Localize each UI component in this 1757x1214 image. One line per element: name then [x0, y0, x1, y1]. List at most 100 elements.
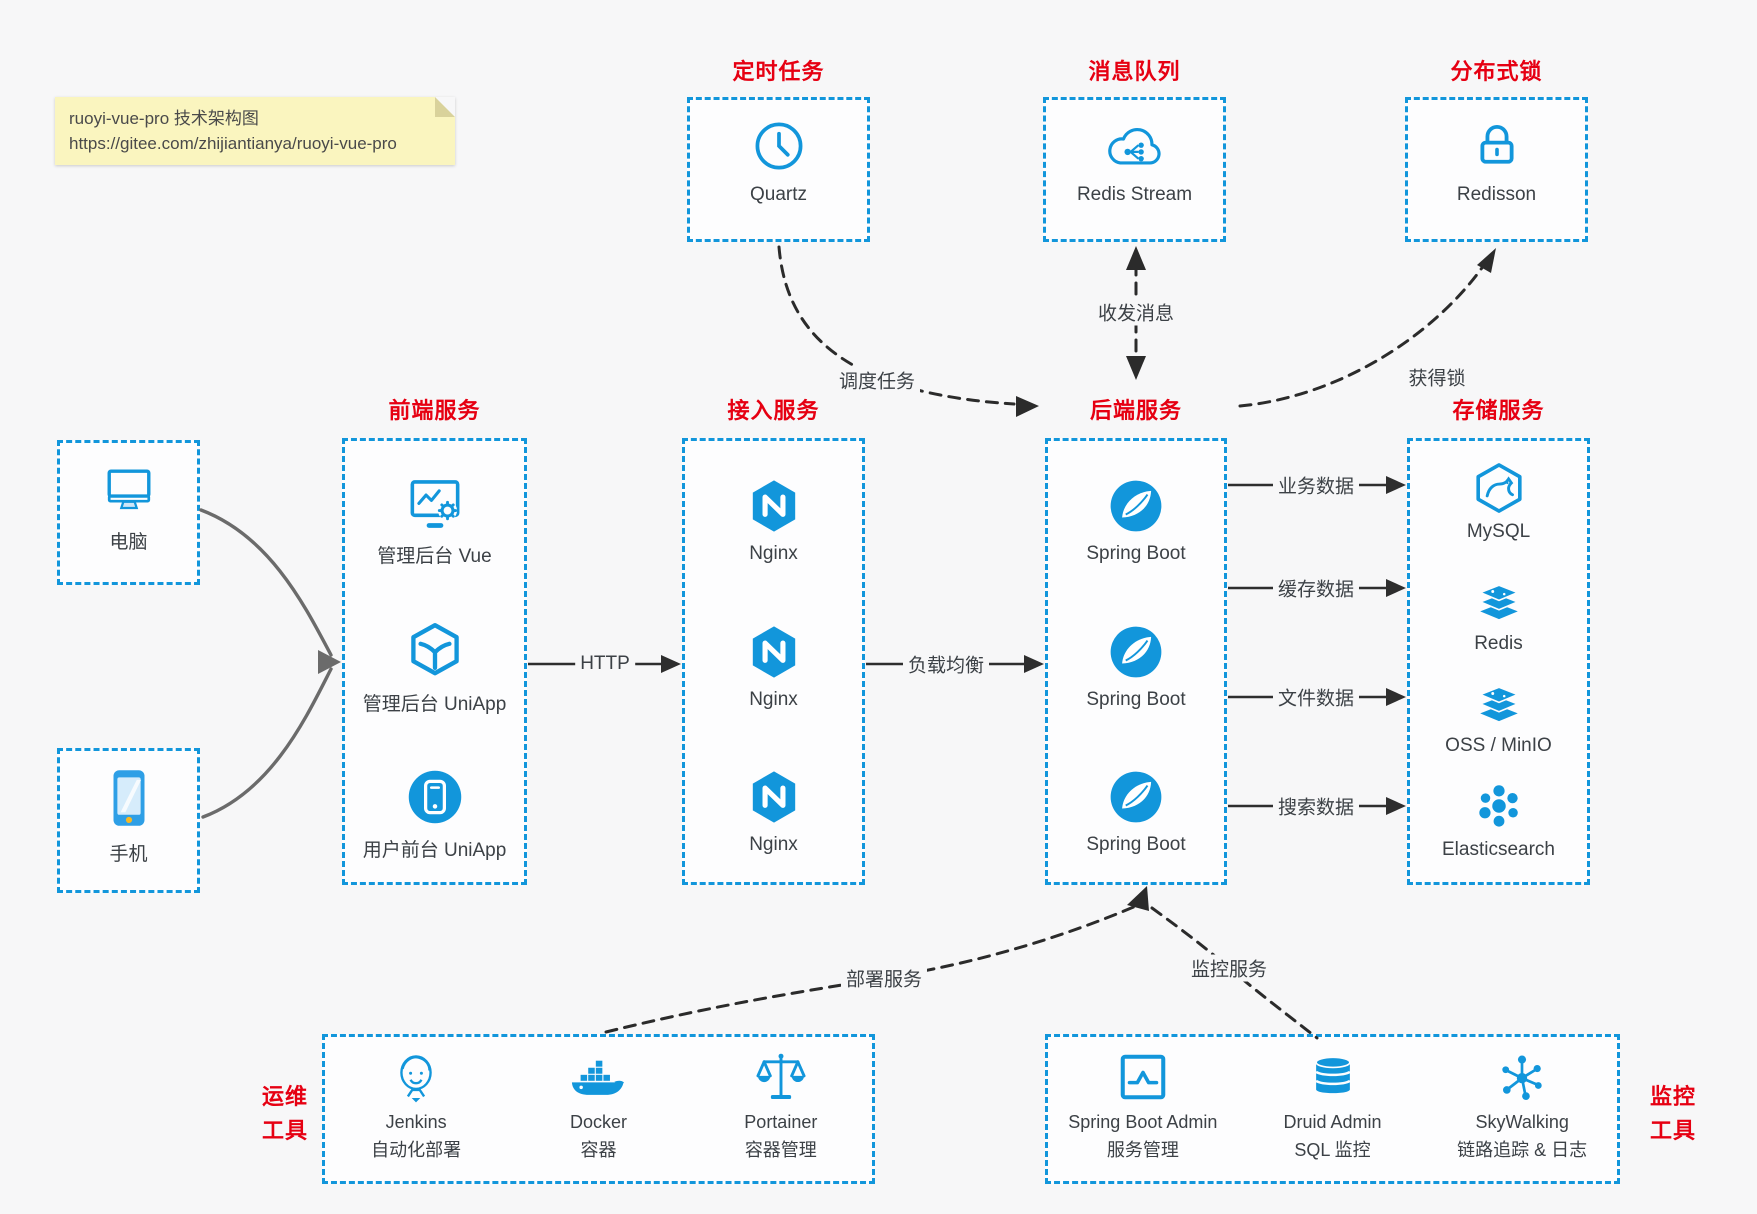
- group-title-lock: 分布式锁: [1450, 59, 1543, 84]
- lock-arrowhead: [1477, 248, 1496, 273]
- redis-stream-label: Redis Stream: [1076, 184, 1193, 205]
- gateway-item-nginx: Nginx: [685, 623, 862, 711]
- frontend-item-vue: 管理后台 Vue: [345, 475, 524, 568]
- frontend-item-label: 管理后台 UniApp: [362, 694, 507, 715]
- edge-label-http: HTTP: [575, 653, 635, 675]
- redisson-box: Redisson: [1405, 97, 1588, 242]
- phone-label: 手机: [109, 844, 148, 865]
- docker-icon: [567, 1049, 629, 1105]
- spring-icon: [1107, 768, 1165, 826]
- backend-box: Spring Boot Spring Boot Spring Boot: [1045, 438, 1227, 885]
- ops-tools-title: 运维 工具: [240, 1080, 330, 1148]
- admin-vue-icon: [404, 475, 466, 533]
- database-icon: [1306, 1049, 1360, 1105]
- desktop-icon: [100, 465, 158, 517]
- storage-box: MySQL Redis OSS: [1407, 438, 1590, 885]
- frontend-item-label: 管理后台 Vue: [377, 546, 492, 567]
- storage-item-elasticsearch: Elasticsearch: [1410, 779, 1587, 861]
- backend-item-label: Spring Boot: [1086, 543, 1186, 564]
- tool-name: Druid Admin: [1283, 1112, 1382, 1132]
- tool-portainer: Portainer 容器管理: [690, 1049, 872, 1181]
- tool-name: Spring Boot Admin: [1068, 1112, 1218, 1132]
- storage-item-mysql: MySQL: [1410, 461, 1587, 543]
- group-title-scheduler: 定时任务: [732, 59, 825, 84]
- edge-label-lock: 获得锁: [1403, 363, 1471, 391]
- group-title-frontend: 前端服务: [388, 398, 481, 423]
- tool-docker: Docker 容器: [507, 1049, 689, 1181]
- redis-stream-box: Redis Stream: [1043, 97, 1226, 242]
- frontend-item-user-uniapp: 用户前台 UniApp: [345, 767, 524, 862]
- spring-icon: [1107, 477, 1165, 535]
- gateway-item-label: Nginx: [749, 834, 798, 855]
- gateway-box: Nginx Nginx Nginx: [682, 438, 865, 885]
- edge-label-search: 搜索数据: [1272, 792, 1360, 820]
- edge-label-business: 业务数据: [1272, 471, 1360, 499]
- frontend-item-label: 用户前台 UniApp: [362, 840, 507, 861]
- ops-title-line2: 工具: [261, 1118, 308, 1143]
- storage-item-oss: OSS / MinIO: [1410, 681, 1587, 757]
- storage-item-label: MySQL: [1466, 521, 1531, 542]
- message-up-arrowhead: [1126, 246, 1146, 270]
- monitoring-tools-title: 监控 工具: [1628, 1080, 1718, 1148]
- gateway-item-nginx: Nginx: [685, 477, 862, 565]
- edge-label-file: 文件数据: [1272, 683, 1360, 711]
- storage-item-label: OSS / MinIO: [1445, 735, 1552, 756]
- storage-item-label: Elasticsearch: [1442, 839, 1555, 860]
- monitoring-title-line1: 监控: [1649, 1084, 1696, 1109]
- backend-item-label: Spring Boot: [1086, 834, 1186, 855]
- tool-name: Docker: [569, 1112, 627, 1132]
- monitoring-tools-box: Spring Boot Admin 服务管理 Druid Admin SQL 监…: [1045, 1034, 1620, 1184]
- group-title-gateway: 接入服务: [727, 398, 820, 423]
- storage-item-redis: Redis: [1410, 579, 1587, 655]
- tool-skywalking: SkyWalking 链路追踪 & 日志: [1427, 1049, 1617, 1181]
- tool-spring-boot-admin: Spring Boot Admin 服务管理: [1048, 1049, 1238, 1181]
- monitoring-title-line2: 工具: [1649, 1118, 1696, 1143]
- monitor-chart-icon: [1116, 1049, 1170, 1105]
- portainer-scales-icon: [754, 1049, 808, 1105]
- data-arrowheads: [1386, 476, 1406, 815]
- frontend-item-admin-uniapp: 管理后台 UniApp: [345, 621, 524, 716]
- message-down-arrowhead: [1126, 356, 1146, 380]
- quartz-box: Quartz: [687, 97, 870, 242]
- user-uniapp-icon: [405, 767, 465, 827]
- uniapp-cube-icon: [405, 621, 465, 681]
- layer-stack-icon: [1470, 681, 1528, 729]
- edge-label-cache: 缓存数据: [1272, 574, 1360, 602]
- group-title-backend: 后端服务: [1089, 398, 1182, 423]
- schedule-arrowhead: [1016, 396, 1039, 417]
- ops-tools-box: Jenkins 自动化部署 Docker 容器: [322, 1034, 875, 1184]
- data-arrows: [1228, 483, 1388, 808]
- gateway-item-label: Nginx: [749, 543, 798, 564]
- layer-stack-icon: [1470, 579, 1528, 627]
- backend-item-spring: Spring Boot: [1048, 477, 1224, 565]
- group-title-mq: 消息队列: [1088, 59, 1181, 84]
- client-merge-connector: [199, 508, 333, 819]
- tool-name: Portainer: [744, 1112, 818, 1132]
- mysql-icon: [1471, 461, 1527, 515]
- storage-item-label: Redis: [1474, 633, 1523, 654]
- edge-label-deploy: 部署服务: [840, 964, 928, 992]
- pc-label: 电脑: [109, 532, 148, 553]
- topology-icon: [1495, 1049, 1549, 1105]
- client-merge-arrowhead: [318, 650, 341, 674]
- quartz-label: Quartz: [749, 184, 808, 205]
- elasticsearch-icon: [1471, 779, 1527, 833]
- cloud-share-icon: [1103, 120, 1167, 174]
- tool-jenkins: Jenkins 自动化部署: [325, 1049, 507, 1181]
- note-url: https://gitee.com/zhijiantianya/ruoyi-vu…: [69, 134, 397, 153]
- nginx-icon: [747, 477, 801, 535]
- sticky-note: ruoyi-vue-pro 技术架构图 https://gitee.com/zh…: [55, 97, 455, 165]
- tool-desc: 自动化部署: [371, 1140, 462, 1160]
- smartphone-icon: [103, 767, 155, 829]
- nginx-icon: [747, 768, 801, 826]
- tool-name: Jenkins: [385, 1112, 447, 1132]
- edge-label-monitor: 监控服务: [1185, 954, 1273, 982]
- pc-client-box: 电脑: [57, 440, 200, 585]
- nginx-icon: [747, 623, 801, 681]
- gateway-item-nginx: Nginx: [685, 768, 862, 856]
- jenkins-icon: [390, 1049, 442, 1105]
- spring-icon: [1107, 623, 1165, 681]
- tool-druid-admin: Druid Admin SQL 监控: [1238, 1049, 1428, 1181]
- redisson-label: Redisson: [1456, 184, 1537, 205]
